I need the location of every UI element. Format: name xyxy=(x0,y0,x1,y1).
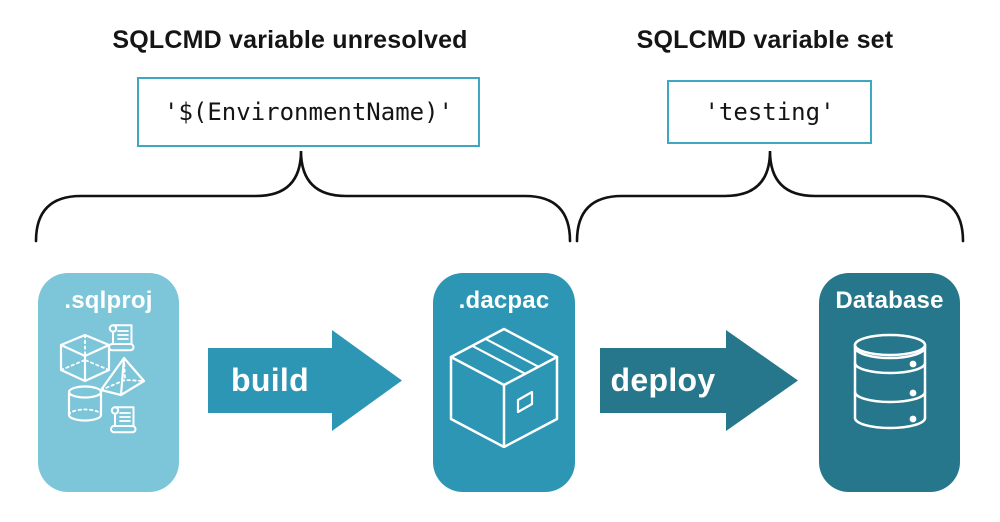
script-icon xyxy=(110,406,137,434)
node-sqlproj: .sqlproj xyxy=(38,273,179,492)
pyramid-icon xyxy=(99,356,146,397)
node-sqlproj-label: .sqlproj xyxy=(64,287,153,314)
value-box-set: 'testing' xyxy=(667,80,872,144)
braces-overlay xyxy=(34,150,965,243)
cube-icon xyxy=(59,333,111,383)
heading-sqlcmd-unresolved: SQLCMD variable unresolved xyxy=(112,26,468,54)
database-cylinder-icon xyxy=(853,333,927,430)
right-brace-icon xyxy=(575,150,965,243)
package-box-icon xyxy=(449,327,559,448)
deploy-arrow xyxy=(600,330,798,431)
sqlcmd-variable-unresolved-value: '$(EnvironmentName)' xyxy=(164,98,453,126)
node-database-label: Database xyxy=(835,287,944,314)
node-dacpac-label: .dacpac xyxy=(458,287,550,314)
cylinder-icon xyxy=(67,385,103,422)
value-box-unresolved: '$(EnvironmentName)' xyxy=(137,77,480,147)
heading-sqlcmd-set: SQLCMD variable set xyxy=(636,26,894,54)
node-dacpac: .dacpac xyxy=(433,273,575,492)
build-arrow xyxy=(208,330,402,431)
sqlcmd-variable-set-value: 'testing' xyxy=(704,98,835,126)
deploy-arrow-label: deploy xyxy=(610,361,716,398)
left-brace-icon xyxy=(34,150,572,243)
node-database: Database xyxy=(819,273,960,492)
sql-objects-icon xyxy=(59,324,146,434)
script-icon xyxy=(108,324,135,352)
build-arrow-label: build xyxy=(231,361,309,398)
